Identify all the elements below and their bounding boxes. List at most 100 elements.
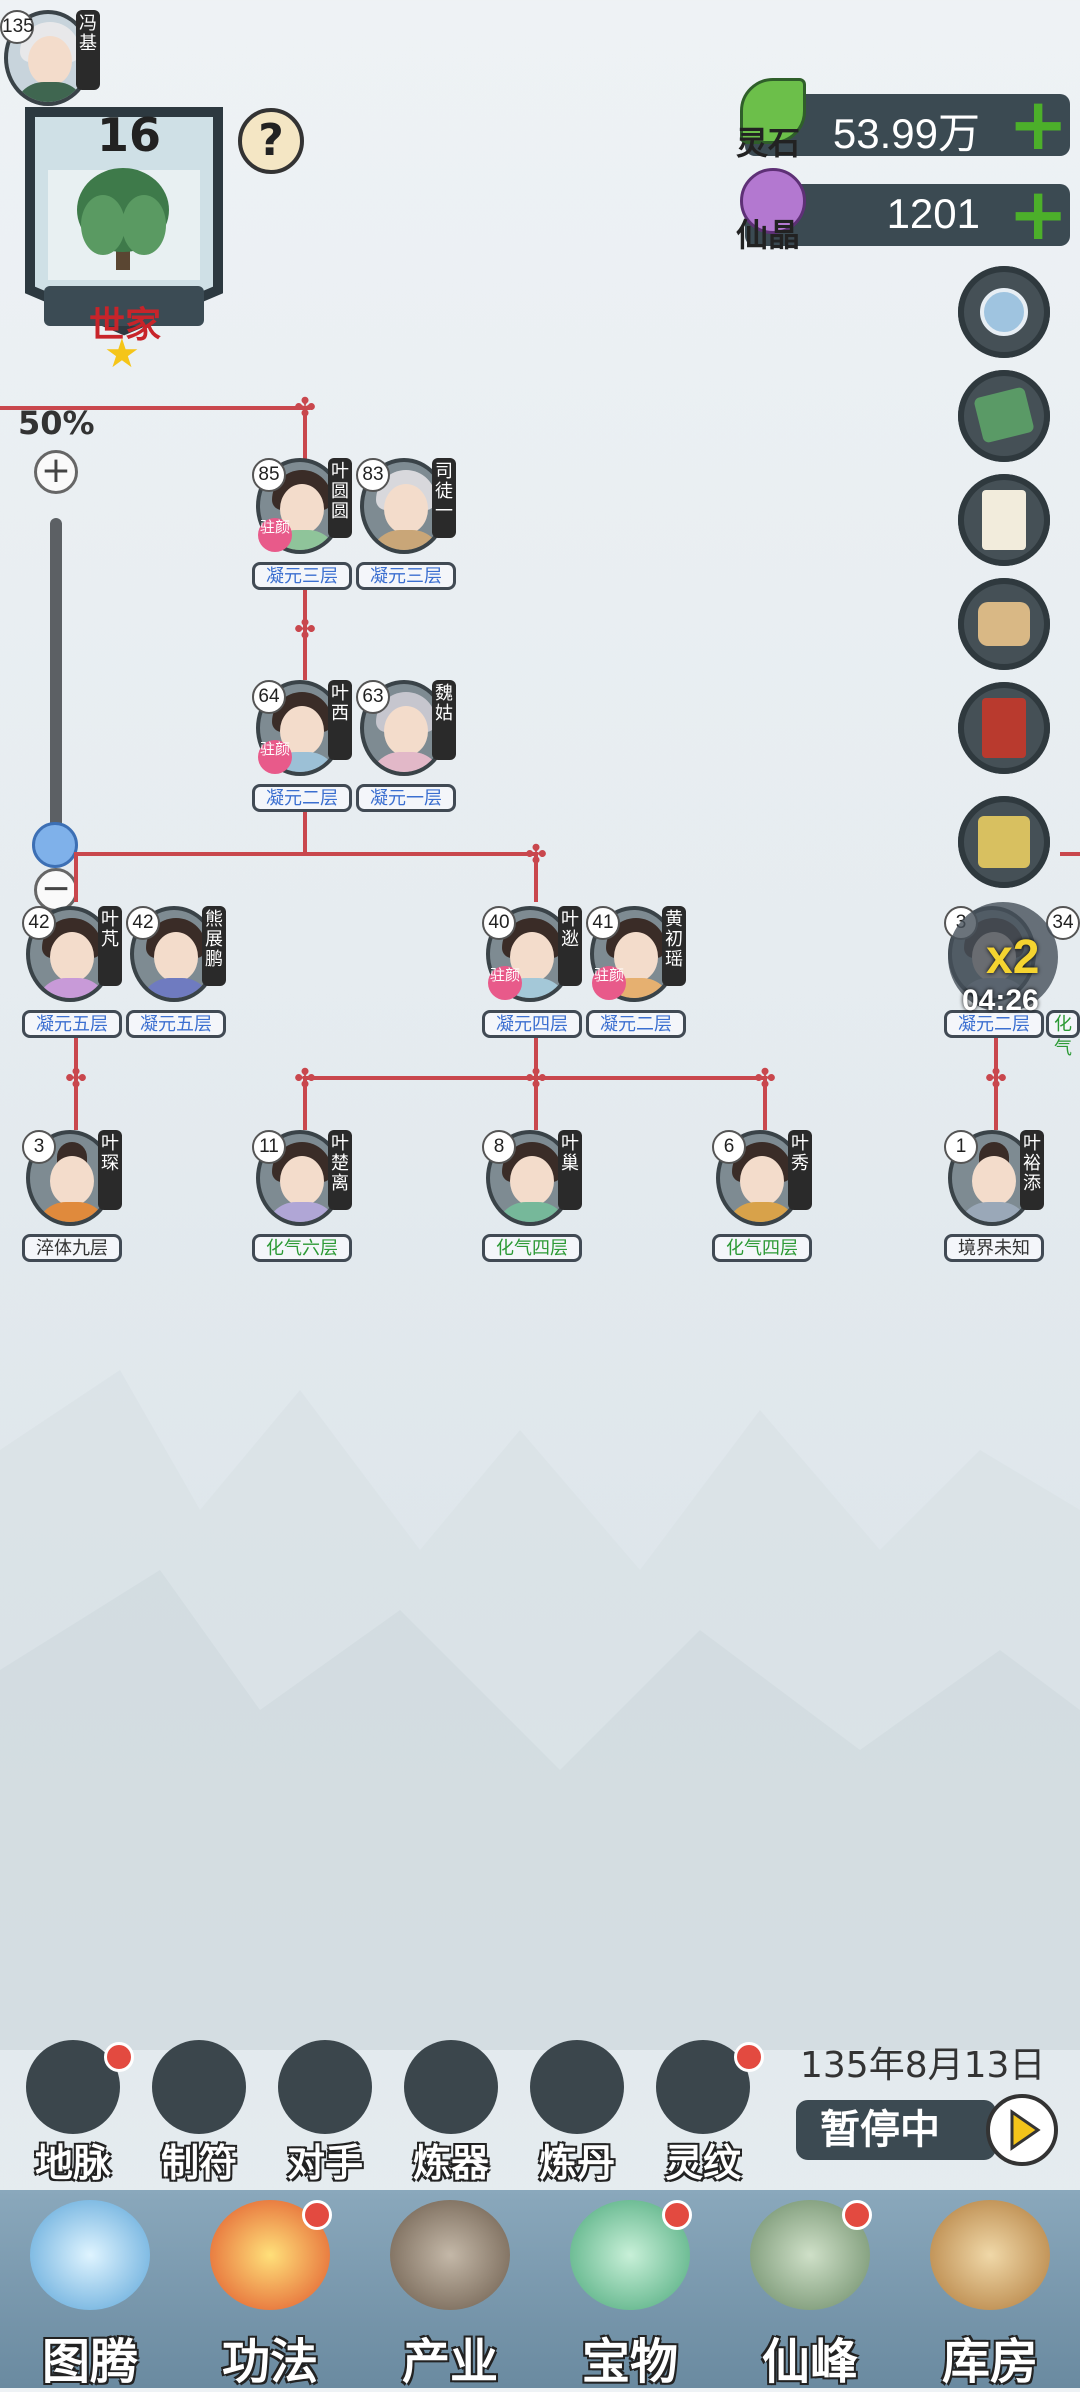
tree-line — [303, 1076, 307, 1130]
help-button[interactable]: ? — [238, 108, 304, 174]
letter-icon[interactable] — [958, 474, 1050, 566]
tree-line — [763, 1076, 767, 1130]
member-card[interactable]: 40 叶逖 驻颜 凝元四层 — [482, 906, 582, 1056]
member-rank: 凝元三层 — [356, 562, 456, 590]
totem-icon — [30, 2200, 150, 2310]
zoom-slider-handle[interactable] — [32, 822, 78, 868]
member-name: 叶秀 — [788, 1130, 812, 1210]
family-level: 16 — [96, 108, 161, 162]
member-card[interactable]: 42 熊展鹏 凝元五层 — [126, 906, 226, 1056]
member-age: 64 — [252, 680, 286, 714]
talisman-icon — [152, 2040, 246, 2134]
member-name: 叶琛 — [98, 1130, 122, 1210]
cauldron-icon — [530, 2040, 624, 2134]
spirit-stone-icon — [740, 78, 806, 144]
member-card[interactable]: 85 叶圆圆 驻颜 凝元三层 — [252, 458, 352, 608]
red-book-icon[interactable] — [958, 682, 1050, 774]
member-name: 冯基 — [76, 10, 100, 90]
knot-icon: ✤ — [525, 1064, 547, 1094]
zoom-slider-track[interactable] — [50, 518, 62, 844]
member-rank: 凝元二层 — [944, 1010, 1044, 1038]
member-rank: 化气四层 — [712, 1234, 812, 1262]
nav-label: 库房 — [941, 2334, 1038, 2390]
play-icon — [1010, 2109, 1041, 2151]
member-name: 熊展鹏 — [202, 906, 226, 986]
member-card[interactable]: 64 叶西 驻颜 凝元二层 — [252, 680, 352, 830]
zoom-in-button[interactable]: + — [34, 450, 78, 494]
yin-yang-gear-icon[interactable] — [958, 266, 1050, 358]
member-name: 司徒一 — [432, 458, 456, 538]
tool-artifact-forge[interactable]: 炼器 — [396, 2040, 506, 2185]
tool-opponent[interactable]: 对手 — [270, 2040, 380, 2185]
member-card[interactable]: 42 叶芃 凝元五层 — [22, 906, 122, 1056]
youth-seal-badge: 驻颜 — [258, 518, 292, 552]
member-age: 42 — [22, 906, 56, 940]
zoom-percent: 50% — [18, 404, 95, 442]
member-age: 1 — [944, 1130, 978, 1164]
member-card[interactable]: 3 叶琛 淬体九层 — [22, 1130, 122, 1280]
member-name: 叶巢 — [558, 1130, 582, 1210]
nav-techniques[interactable]: 功法 — [180, 2190, 360, 2390]
member-name: 叶芃 — [98, 906, 122, 986]
tree-line — [74, 1030, 78, 1130]
nav-industry[interactable]: 产业 — [360, 2190, 540, 2390]
speed-boost-badge[interactable] — [948, 902, 1058, 1012]
tool-alchemy[interactable]: 炼丹 — [522, 2040, 632, 2185]
tool-earth-veins[interactable]: 地脉 — [18, 2040, 134, 2185]
nav-treasures[interactable]: 宝物 — [540, 2190, 720, 2390]
mountain-background — [0, 1370, 1080, 2050]
knot-icon: ✤ — [754, 1064, 776, 1094]
play-button[interactable] — [986, 2094, 1058, 2166]
member-rank: 化气 — [1046, 1010, 1080, 1056]
nav-label: 宝物 — [581, 2334, 678, 2390]
speed-multiplier: x2 — [986, 931, 1040, 984]
pause-status[interactable]: 暂停中 — [796, 2100, 996, 2160]
immortal-crystal-value: 1201 — [886, 190, 980, 237]
tool-label: 灵纹 — [664, 2141, 741, 2185]
member-card[interactable]: 41 黄初瑶 驻颜 凝元二层 — [586, 906, 686, 1056]
member-age: 42 — [126, 906, 160, 940]
mountain-hut-icon — [390, 2200, 510, 2310]
member-rank: 凝元二层 — [586, 1010, 686, 1038]
member-card[interactable]: 63 魏姑 凝元一层 — [356, 680, 456, 830]
member-card[interactable]: 1 叶裕添 境界未知 — [944, 1130, 1044, 1280]
scroll-map-icon[interactable] — [958, 370, 1050, 462]
rolled-scroll-icon[interactable] — [958, 578, 1050, 670]
spirit-stone-value: 53.99万 — [832, 110, 980, 157]
tree-line — [303, 406, 307, 466]
member-name: 叶逖 — [558, 906, 582, 986]
token-icon[interactable] — [958, 796, 1050, 888]
spirit-stone-label: 灵石 — [736, 124, 801, 162]
member-card[interactable]: 8 叶巢 化气四层 — [482, 1130, 582, 1280]
knot-icon: ✤ — [65, 1064, 87, 1094]
notification-dot — [662, 2200, 692, 2230]
immortal-crystal-icon — [740, 168, 806, 234]
family-crest-frame[interactable] — [18, 100, 230, 350]
forge-scroll-icon — [404, 2040, 498, 2134]
member-rank: 凝元二层 — [252, 784, 352, 812]
willow-tree-icon — [77, 168, 169, 270]
tool-talisman[interactable]: 制符 — [144, 2040, 254, 2185]
add-immortal-crystal-button[interactable]: + — [1008, 172, 1069, 256]
member-rank: 凝元五层 — [126, 1010, 226, 1038]
nav-immortal-peak[interactable]: 仙峰 — [720, 2190, 900, 2390]
member-card[interactable]: 34 化气 — [1046, 906, 1080, 1056]
nav-label: 产业 — [401, 2334, 498, 2390]
nav-totem[interactable]: 图腾 — [0, 2190, 180, 2390]
tool-label: 制符 — [160, 2141, 237, 2185]
member-card[interactable]: 83 司徒一 凝元三层 — [356, 458, 456, 608]
tree-line — [303, 580, 307, 680]
member-card[interactable]: 11 叶楚离 化气六层 — [252, 1130, 352, 1280]
notification-dot — [302, 2200, 332, 2230]
knot-icon: ✤ — [294, 393, 316, 423]
add-spirit-stone-button[interactable]: + — [1008, 82, 1069, 166]
member-age: 41 — [586, 906, 620, 940]
speed-timer: 04:26 — [962, 984, 1039, 1017]
notification-dot — [842, 2200, 872, 2230]
member-ancestor[interactable]: 135 冯基 — [0, 10, 100, 160]
member-rank: 境界未知 — [944, 1234, 1044, 1262]
tool-spirit-pattern[interactable]: 灵纹 — [648, 2040, 764, 2185]
nav-storehouse[interactable]: 库房 — [900, 2190, 1080, 2390]
member-card[interactable]: 6 叶秀 化气四层 — [712, 1130, 812, 1280]
member-name: 叶楚离 — [328, 1130, 352, 1210]
